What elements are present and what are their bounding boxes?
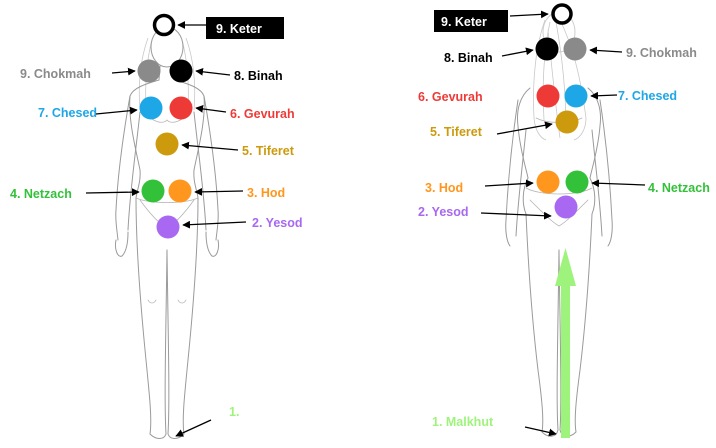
back-tiferet-label: 5. Tiferet bbox=[430, 125, 483, 139]
back-chokmah-label: 9. Chokmah bbox=[626, 46, 697, 60]
back-keter-arrow bbox=[510, 14, 548, 16]
back-body-figure bbox=[506, 12, 613, 436]
back-netzach-circle bbox=[566, 171, 589, 194]
front-chesed-arrow bbox=[96, 110, 137, 114]
front-chokmah-circle bbox=[138, 60, 161, 83]
back-malkhut-arrow bbox=[525, 427, 556, 434]
front-keter-label: 9. Keter bbox=[216, 22, 262, 36]
back-chesed-label: 7. Chesed bbox=[618, 89, 677, 103]
back-chesed-circle bbox=[565, 85, 588, 108]
front-yesod-circle bbox=[157, 216, 180, 239]
back-yesod-label: 2. Yesod bbox=[418, 205, 469, 219]
back-chokmah-circle bbox=[564, 38, 587, 61]
front-hod-circle bbox=[169, 180, 192, 203]
back-yesod-circle bbox=[555, 196, 578, 219]
front-malkhut-label: 1. bbox=[229, 405, 239, 419]
front-tiferet-label: 5. Tiferet bbox=[242, 144, 295, 158]
back-netzach-arrow bbox=[592, 183, 645, 185]
front-tiferet-circle bbox=[156, 133, 179, 156]
front-yesod-label: 2. Yesod bbox=[252, 216, 303, 230]
front-netzach-label: 4. Netzach bbox=[10, 187, 72, 201]
front-chesed-label: 7. Chesed bbox=[38, 106, 97, 120]
back-malkhut-rising-arrow bbox=[555, 248, 576, 438]
front-netzach-circle bbox=[142, 180, 165, 203]
back-netzach-label: 4. Netzach bbox=[648, 181, 710, 195]
front-gevurah-circle bbox=[170, 97, 193, 120]
front-chesed-circle bbox=[140, 97, 163, 120]
back-malkhut-label: 1. Malkhut bbox=[432, 415, 494, 429]
front-malkhut-arrow bbox=[176, 420, 211, 436]
front-gevurah-arrow bbox=[196, 108, 226, 112]
back-hod-circle bbox=[537, 171, 560, 194]
back-keter-label: 9. Keter bbox=[441, 15, 487, 29]
back-chokmah-arrow bbox=[590, 50, 622, 52]
front-chokmah-label: 9. Chokmah bbox=[20, 67, 91, 81]
back-gevurah-circle bbox=[537, 85, 560, 108]
front-binah-label: 8. Binah bbox=[234, 69, 283, 83]
back-binah-arrow bbox=[502, 50, 533, 56]
back-tiferet-arrow bbox=[497, 124, 552, 134]
back-yesod-arrow bbox=[481, 213, 551, 216]
back-binah-circle bbox=[536, 38, 559, 61]
front-yesod-arrow bbox=[183, 222, 246, 225]
back-binah-label: 8. Binah bbox=[444, 51, 493, 65]
front-binah-circle bbox=[170, 60, 193, 83]
back-tiferet-circle bbox=[556, 111, 579, 134]
back-gevurah-label: 6. Gevurah bbox=[418, 90, 483, 104]
front-keter-circle bbox=[155, 16, 174, 35]
back-hod-label: 3. Hod bbox=[425, 181, 463, 195]
front-gevurah-label: 6. Gevurah bbox=[230, 107, 295, 121]
front-chokmah-arrow bbox=[112, 71, 135, 73]
front-hod-label: 3. Hod bbox=[247, 186, 285, 200]
front-binah-arrow bbox=[196, 71, 230, 75]
front-tiferet-arrow bbox=[182, 145, 238, 150]
front-hod-arrow bbox=[195, 191, 243, 192]
back-keter-circle bbox=[553, 5, 571, 23]
